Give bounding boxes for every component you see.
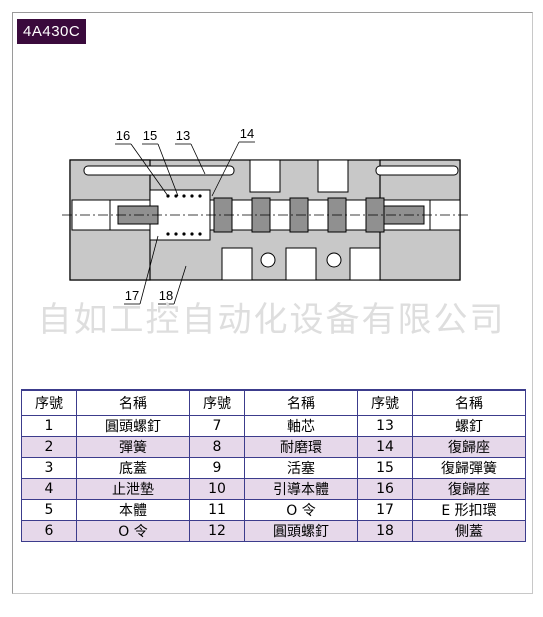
cell: 13 [357,415,413,437]
cell: 復歸座 [412,436,526,458]
cell: 復歸彈簧 [412,457,526,479]
cell: 18 [357,520,413,542]
cell: O 令 [244,499,358,521]
header-no-2: 序號 [189,389,245,416]
top-port-1 [249,159,281,193]
bottom-port-1 [221,247,253,281]
cell: 6 [21,520,77,542]
return-spring [166,194,202,236]
top-right-bolt [375,165,459,176]
cell: 2 [21,436,77,458]
body-hole-2 [326,252,342,268]
cell: 螺釘 [412,415,526,437]
callout-18: 18 [159,288,173,303]
cell: 彈簧 [76,436,190,458]
callout-14: 14 [240,126,254,141]
header-name-3: 名稱 [412,389,526,416]
cell: 引導本體 [244,478,358,500]
cell: 10 [189,478,245,500]
cell: 圓頭螺釘 [244,520,358,542]
top-left-bolt [83,165,235,176]
cell: 17 [357,499,413,521]
cell: 止泄墊 [76,478,190,500]
callout-17: 17 [125,288,139,303]
cell: 圓頭螺釘 [76,415,190,437]
content-frame [12,12,533,594]
callout-13: 13 [176,128,190,143]
cell: 15 [357,457,413,479]
cell: 14 [357,436,413,458]
watermark-text: 自如工控自动化设备有限公司 [37,300,506,340]
header-no-1: 序號 [21,389,77,416]
cell: O 令 [76,520,190,542]
cell: E 形扣環 [412,499,526,521]
header-name-1: 名稱 [76,389,190,416]
cell: 1 [21,415,77,437]
body-hole-1 [260,252,276,268]
valve-cross-section-diagram: 16 15 13 14 17 18 [62,126,470,305]
cell: 本體 [76,499,190,521]
header-name-2: 名稱 [244,389,358,416]
table-header-row: 序號 名稱 序號 名稱 序號 名稱 [21,389,526,416]
cell: 耐磨環 [244,436,358,458]
cell: 5 [21,499,77,521]
cell: 8 [189,436,245,458]
cell: 7 [189,415,245,437]
model-badge: 4A430C [17,19,87,44]
callout-16: 16 [116,128,130,143]
bottom-port-3 [349,247,381,281]
cell: 軸芯 [244,415,358,437]
cell: 側蓋 [412,520,526,542]
cell: 底蓋 [76,457,190,479]
top-leader-lines [115,141,255,197]
cell: 12 [189,520,245,542]
callout-15: 15 [143,128,157,143]
cell: 11 [189,499,245,521]
cell: 16 [357,478,413,500]
bottom-port-2 [285,247,317,281]
top-port-2 [317,159,349,193]
cell: 活塞 [244,457,358,479]
cell: 4 [21,478,77,500]
bottom-leader-lines [124,235,187,305]
cell: 復歸座 [412,478,526,500]
cell: 9 [189,457,245,479]
cell: 3 [21,457,77,479]
header-no-3: 序號 [357,389,413,416]
